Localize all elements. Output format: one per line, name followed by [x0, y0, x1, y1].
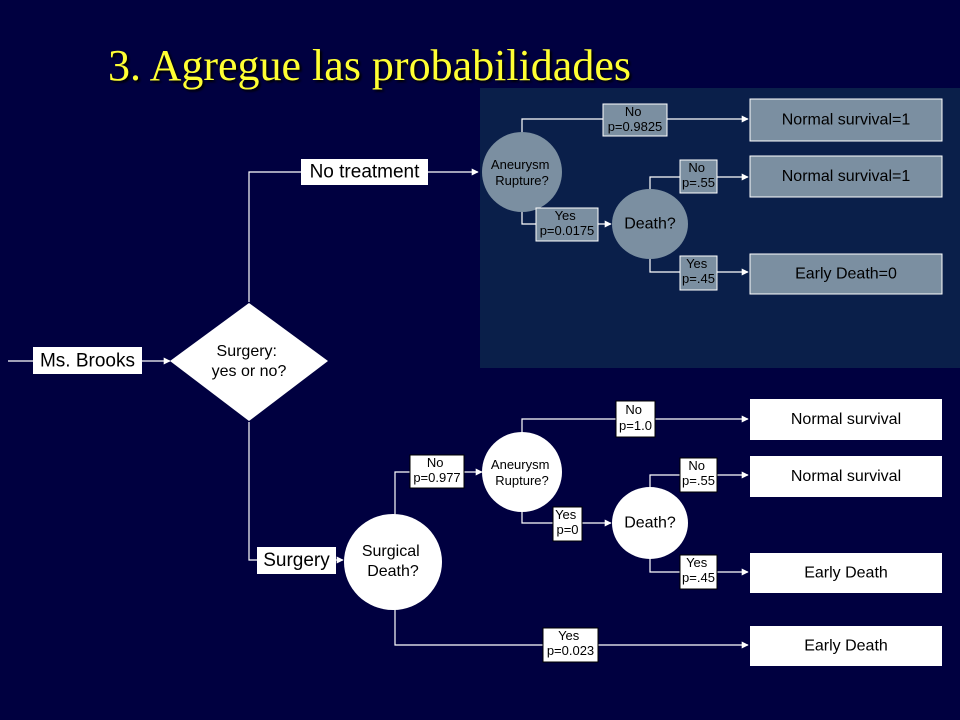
- s-rupture-label-line-2: Rupture?: [495, 473, 548, 488]
- nt-death-yes-box: [679, 255, 718, 291]
- s-rupture-no-prob: p=1.0: [619, 418, 652, 433]
- s-death-yes-label: Yes: [686, 555, 708, 570]
- s-death-no-label: No: [688, 458, 705, 473]
- nt-rupture-yes-prob: p=0.0175: [540, 223, 595, 238]
- nt-death-label: Death?: [624, 216, 676, 233]
- surgery-box: [257, 547, 336, 574]
- connector-s-rupture-no: [521, 415, 749, 437]
- s-rupture-no-box: [615, 400, 656, 438]
- s-outcome-d-box: [750, 626, 942, 666]
- connector-s-surgical-yes: [394, 602, 749, 649]
- nt-rupture-no-prob: p=0.9825: [608, 119, 663, 134]
- s-surgical-death-label-line-1: Surgical: [362, 543, 420, 560]
- nt-rupture-no-label: No: [625, 104, 642, 119]
- nt-death-no-box: [679, 159, 718, 194]
- no-treatment-box: [301, 159, 428, 185]
- s-rupture-yes-text: Yes p=0: [555, 507, 580, 537]
- decision-label-line-2: yes or no?: [212, 363, 287, 380]
- nt-outcome-a-box: [749, 98, 943, 142]
- s-rupture-label: Aneurysm Rupture?: [491, 457, 553, 488]
- slide-title: 3. Agregue las probabilidades: [108, 41, 631, 90]
- nt-rupture-label-line-1: Aneurysm: [491, 157, 550, 172]
- root-label: Ms. Brooks: [40, 351, 135, 372]
- s-death-yes-prob: p=.45: [682, 570, 715, 585]
- nt-death-no-text: No p=.55: [682, 160, 715, 190]
- nt-death-no-label: No: [688, 160, 705, 175]
- s-surgical-no-text: No p=0.977: [413, 455, 460, 485]
- s-death-label: Death?: [624, 515, 676, 532]
- s-outcome-b-label: Normal survival: [791, 468, 901, 485]
- s-surgical-death-label-line-2: Death?: [367, 563, 419, 580]
- nt-outcome-b-label: Normal survival=1: [782, 168, 911, 185]
- nt-death-yes-label: Yes: [686, 256, 708, 271]
- root-box: [33, 347, 142, 374]
- s-rupture-yes-box: [552, 506, 583, 542]
- nt-rupture-no-text: No p=0.9825: [608, 104, 663, 134]
- s-surgical-no-label: No: [427, 455, 444, 470]
- decision-label-line-1: Surgery:: [217, 343, 277, 360]
- s-death-yes-box: [679, 554, 718, 590]
- nt-rupture-label-line-2: Rupture?: [495, 173, 548, 188]
- s-surgical-no-box: [409, 454, 465, 489]
- nt-death-yes-text: Yes p=.45: [682, 256, 715, 286]
- s-surgical-yes-text: Yes p=0.023: [547, 628, 594, 658]
- connector-decision-no-treatment: [248, 168, 479, 302]
- nt-death-no-prob: p=.55: [682, 175, 715, 190]
- nt-outcome-c-label: Early Death=0: [795, 266, 897, 283]
- s-death-yes-text: Yes p=.45: [682, 555, 715, 585]
- s-death-no-box: [679, 457, 718, 493]
- nodes: Ms. Brooks Surgery: yes or no? No treatm…: [33, 98, 943, 666]
- s-surgical-yes-label: Yes: [558, 628, 580, 643]
- no-treatment-label: No treatment: [310, 162, 421, 183]
- s-outcome-a-label: Normal survival: [791, 411, 901, 428]
- nt-death-node: [612, 189, 688, 259]
- nt-outcome-b-box: [749, 155, 943, 198]
- decision-label: Surgery: yes or no?: [212, 343, 287, 380]
- s-surgical-death-node: [344, 514, 442, 610]
- s-outcome-d-label: Early Death: [804, 638, 888, 655]
- surgery-label: Surgery: [263, 550, 330, 571]
- s-surgical-no-prob: p=0.977: [413, 470, 460, 485]
- nt-rupture-yes-label: Yes: [555, 208, 577, 223]
- s-outcome-c-label: Early Death: [804, 565, 888, 582]
- s-outcome-b-box: [750, 456, 942, 497]
- s-rupture-no-text: No p=1.0: [619, 402, 652, 433]
- decision-node: [170, 303, 328, 421]
- s-rupture-yes-label: Yes: [555, 507, 577, 522]
- s-outcome-a-box: [750, 399, 942, 440]
- s-surgical-yes-prob: p=0.023: [547, 643, 594, 658]
- s-rupture-yes-prob: p=0: [556, 522, 578, 537]
- s-rupture-node: [482, 432, 562, 512]
- s-death-no-prob: p=.55: [682, 473, 715, 488]
- nt-outcome-a-label: Normal survival=1: [782, 112, 911, 129]
- s-death-no-text: No p=.55: [682, 458, 715, 488]
- nt-rupture-node: [482, 132, 562, 212]
- s-rupture-label-line-1: Aneurysm: [491, 457, 550, 472]
- nt-rupture-yes-text: Yes p=0.0175: [540, 208, 595, 238]
- nt-death-yes-prob: p=.45: [682, 271, 715, 286]
- s-surgical-death-label: Surgical Death?: [362, 543, 424, 580]
- s-rupture-no-label: No: [625, 402, 642, 417]
- nt-rupture-yes-box: [535, 207, 599, 242]
- nt-outcome-c-box: [749, 253, 943, 295]
- nt-rupture-label: Aneurysm Rupture?: [491, 157, 553, 188]
- connector-decision-surgery: [248, 422, 344, 564]
- nt-rupture-no-box: [602, 103, 668, 137]
- s-outcome-c-box: [750, 553, 942, 593]
- s-surgical-yes-box: [542, 627, 599, 663]
- s-death-node: [612, 487, 688, 559]
